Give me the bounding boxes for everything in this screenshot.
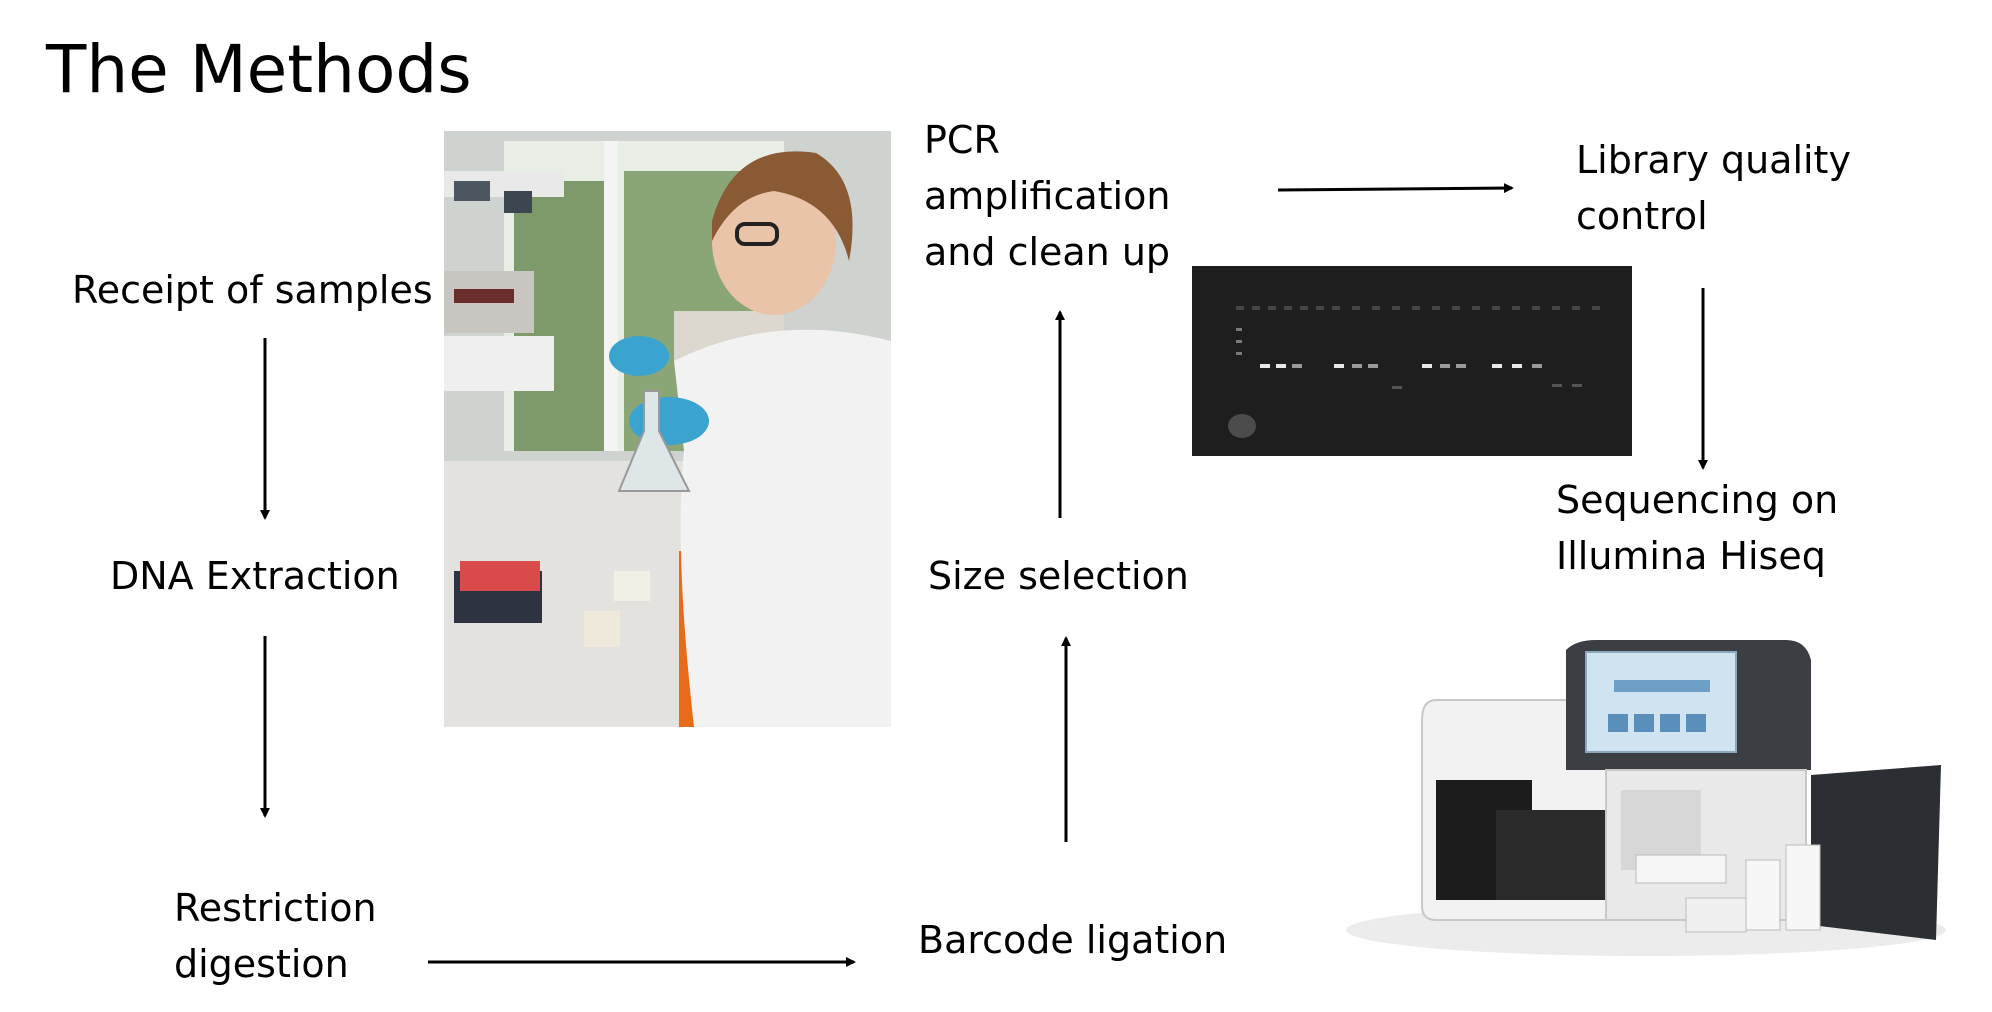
step-library-quality-control: Library quality control [1576,132,1851,244]
sequencer-illustration [1346,640,1946,956]
step-receipt-of-samples: Receipt of samples [72,268,433,312]
gel-bands [1192,266,1632,456]
step-barcode-ligation: Barcode ligation [918,918,1228,962]
step-dna-extraction: DNA Extraction [110,554,400,598]
gel-image [1192,266,1632,456]
slide-title: The Methods [46,31,472,108]
lab-photo-illustration [444,131,891,727]
step-restriction-digestion: Restriction digestion [174,880,377,992]
step-library-line-2: control [1576,194,1708,238]
step-library-line-1: Library quality [1576,138,1851,182]
sequencer-image [1346,640,1946,960]
step-pcr-amplification: PCR amplification and clean up [924,112,1170,280]
step-restriction-line-1: Restriction [174,886,377,930]
step-pcr-line-1: PCR [924,118,1000,162]
step-pcr-line-2: amplification [924,174,1171,218]
arrow-pcr-to-library [1277,183,1514,194]
step-pcr-line-3: and clean up [924,230,1171,274]
step-sequencing-line-1: Sequencing on [1556,478,1839,522]
step-size-selection: Size selection [928,554,1189,598]
step-restriction-line-2: digestion [174,942,349,986]
lab-photo [444,131,891,727]
step-sequencing-line-2: Illumina Hiseq [1556,534,1826,578]
step-sequencing: Sequencing on Illumina Hiseq [1556,472,1838,584]
